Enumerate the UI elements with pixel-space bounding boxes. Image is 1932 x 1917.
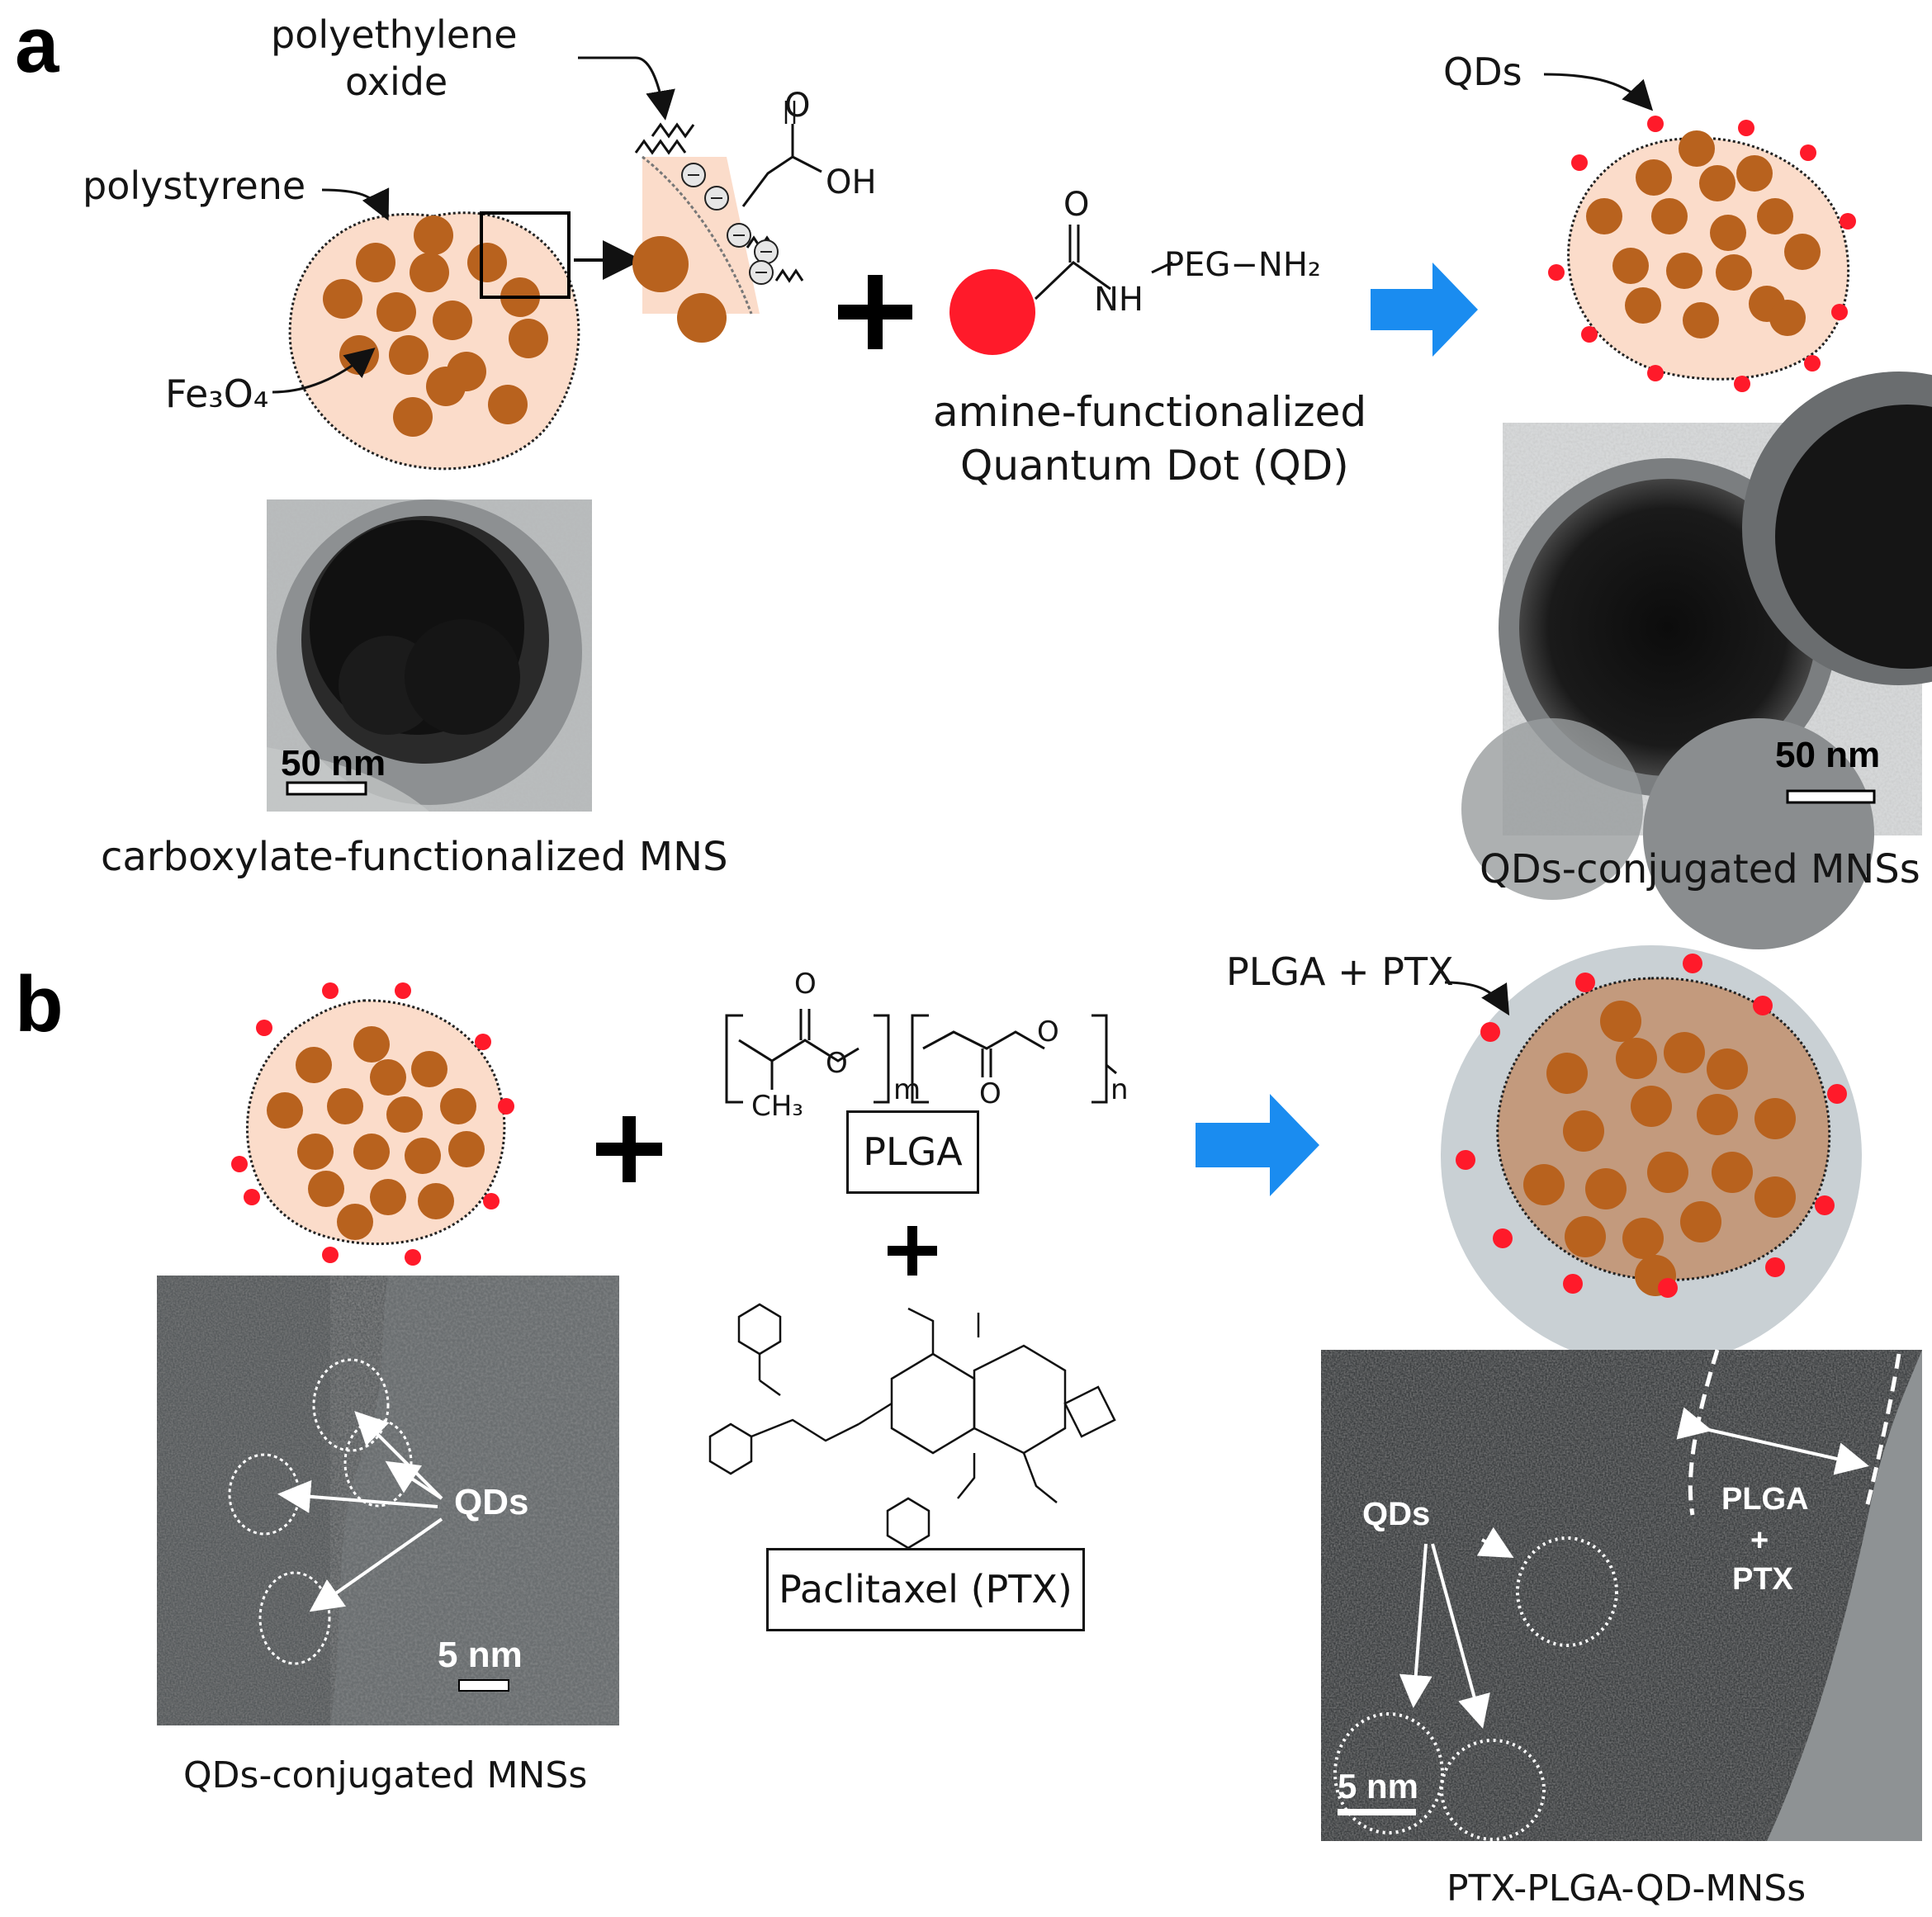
panel-letter-a: a xyxy=(15,1,59,89)
caption-ptx-plga-qd-mnss: PTX-PLGA-QD-MNSs xyxy=(1447,1867,1807,1910)
label-qds-tem-right: QDs xyxy=(1362,1496,1431,1532)
chem-o-qd: O xyxy=(1063,186,1090,224)
plus-sign-a xyxy=(838,275,912,349)
label-oxide: oxide xyxy=(345,59,448,104)
chem-o-plga-3: O xyxy=(1037,1015,1059,1048)
tem-image-qds-conjugated xyxy=(1461,372,1932,949)
label-quantum-dot: Quantum Dot (QD) xyxy=(960,442,1349,490)
label-plus-tem: + xyxy=(1750,1523,1769,1558)
chem-subscript-n: n xyxy=(1110,1073,1129,1106)
tem-image-ptx-plga xyxy=(1321,1349,1922,1841)
label-polystyrene: polystyrene xyxy=(83,163,306,208)
plus-sign-b1 xyxy=(596,1116,662,1182)
reaction-arrow-a xyxy=(1371,263,1478,357)
chem-ch3: CH₃ xyxy=(751,1090,803,1123)
chem-oh: OH xyxy=(826,163,877,201)
label-ptx-tem: PTX xyxy=(1732,1562,1793,1597)
paclitaxel-structure xyxy=(708,1303,1116,1550)
caption-qds-conjugated-b: QDs-conjugated MNSs xyxy=(183,1754,588,1796)
chem-o-a: O xyxy=(784,87,811,125)
chem-nh: NH xyxy=(1094,281,1144,319)
scalebar-b-left: 5 nm xyxy=(438,1635,523,1675)
label-polyethylene: polyethylene xyxy=(271,12,518,57)
surface-zoom-inset xyxy=(632,101,822,343)
chem-subscript-m: m xyxy=(893,1073,921,1106)
chem-peg: PEG−NH₂ xyxy=(1164,246,1321,284)
caption-qds-conjugated-a: QDs-conjugated MNSs xyxy=(1480,846,1920,892)
ptx-plga-qd-particle xyxy=(1441,945,1862,1366)
scalebar-a-right: 50 nm xyxy=(1775,735,1881,775)
reaction-arrow-b xyxy=(1196,1094,1319,1196)
label-qds-tem-left: QDs xyxy=(454,1482,529,1522)
qds-conjugated-particle-b xyxy=(231,982,514,1266)
caption-carboxylate-mns: carboxylate-functionalized MNS xyxy=(101,834,728,880)
tem-image-qds-hrtem xyxy=(157,1276,619,1725)
tem-image-carboxylate xyxy=(267,499,592,812)
label-plga-tem: PLGA xyxy=(1721,1482,1809,1517)
scalebar-a-left: 50 nm xyxy=(281,743,386,783)
chem-o-plga-4: O xyxy=(979,1077,1002,1110)
plus-sign-b2 xyxy=(888,1226,937,1276)
amine-qd-molecule xyxy=(949,225,1173,355)
label-amine-functionalized: amine-functionalized xyxy=(933,388,1367,436)
plga-structure xyxy=(725,1009,1117,1104)
label-fe3o4: Fe₃O₄ xyxy=(165,372,269,416)
qds-conjugated-particle-a xyxy=(1548,116,1856,392)
label-qds-a: QDs xyxy=(1443,50,1522,94)
label-plga-ptx: PLGA + PTX xyxy=(1226,949,1454,994)
carboxylate-mns-particle xyxy=(288,211,580,471)
chem-o-plga-2: O xyxy=(826,1047,848,1080)
panel-letter-b: b xyxy=(15,960,64,1048)
scalebar-b-right: 5 nm xyxy=(1338,1767,1419,1806)
paclitaxel-box: Paclitaxel (PTX) xyxy=(766,1548,1085,1631)
plga-box: PLGA xyxy=(846,1110,979,1194)
chem-o-plga-1: O xyxy=(794,968,817,1001)
